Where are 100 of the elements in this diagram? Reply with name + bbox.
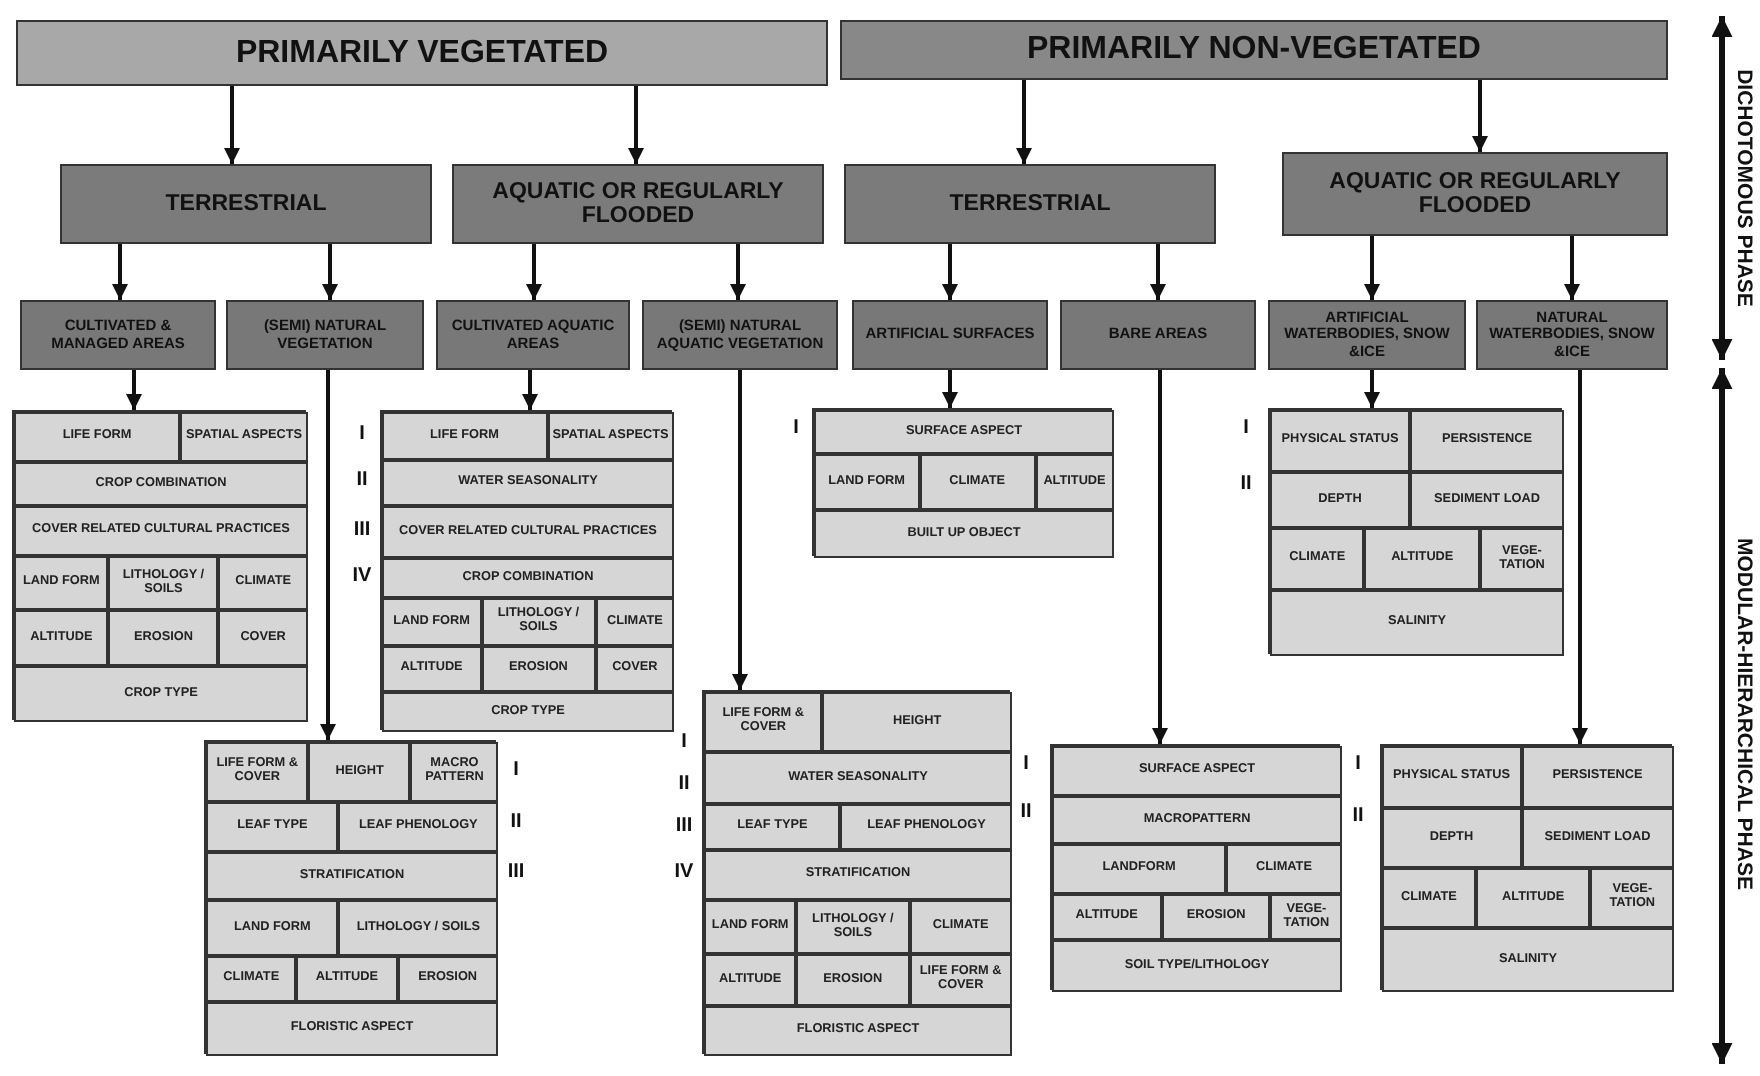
arrow <box>942 244 958 300</box>
attribute-cell <box>206 1002 498 1056</box>
attribute-cell <box>547 412 674 460</box>
box-label: PRIMARILY NON-VEGETATED <box>1027 32 1481 68</box>
arrow <box>1152 370 1168 744</box>
category-box <box>16 20 828 86</box>
attribute-cell <box>1052 940 1342 992</box>
arrow <box>1564 236 1580 300</box>
attribute-panel <box>1050 744 1340 990</box>
arrow <box>1472 80 1488 152</box>
arrow <box>526 244 542 300</box>
attribute-cell <box>382 506 674 558</box>
level-numeral: II <box>678 773 690 795</box>
attribute-cell <box>206 852 498 900</box>
attribute-cell <box>218 610 308 666</box>
level-numeral: II <box>1240 473 1252 495</box>
attribute-cell <box>1270 590 1564 656</box>
arrow <box>628 86 644 164</box>
level-numeral: I <box>513 759 519 781</box>
attribute-cell <box>1270 894 1342 940</box>
arrow <box>730 244 746 300</box>
attribute-cell <box>919 454 1036 510</box>
level-numeral: I <box>359 423 365 445</box>
attribute-cell <box>1590 868 1674 928</box>
arrow <box>1364 236 1380 300</box>
attribute-cell <box>704 692 823 752</box>
level-numeral: I <box>1023 753 1029 775</box>
box-label: TERRESTRIAL <box>165 191 327 217</box>
attribute-cell <box>218 556 308 610</box>
attribute-cell <box>14 506 308 556</box>
attribute-cell <box>1052 894 1162 940</box>
attribute-cell <box>1382 868 1476 928</box>
category-box <box>60 164 432 244</box>
attribute-cell <box>1052 746 1342 796</box>
class-box <box>1476 300 1668 370</box>
box-label: TERRESTRIAL <box>949 191 1111 217</box>
attribute-cell <box>1382 928 1674 992</box>
level-numeral: IV <box>352 565 372 587</box>
attribute-cell <box>108 556 219 610</box>
attribute-cell <box>382 646 482 692</box>
attribute-cell <box>1410 410 1564 472</box>
arrow <box>1016 80 1032 164</box>
attribute-cell <box>206 802 339 852</box>
attribute-cell <box>595 598 674 646</box>
level-numeral: III <box>507 861 525 883</box>
level-numeral: I <box>1243 417 1249 439</box>
attribute-cell <box>1226 844 1342 894</box>
phase-label: MODULAR-HIERARCHICAL PHASE <box>1732 538 1756 890</box>
attribute-cell <box>704 954 797 1006</box>
attribute-cell <box>1270 528 1365 590</box>
attribute-cell <box>704 850 1012 900</box>
attribute-cell <box>14 556 109 610</box>
attribute-cell <box>1161 894 1271 940</box>
attribute-cell <box>796 900 910 954</box>
attribute-cell <box>180 412 308 462</box>
attribute-cell <box>206 742 309 802</box>
class-box <box>436 300 630 370</box>
level-numeral: I <box>1355 753 1361 775</box>
box-label: PRIMARILY VEGETATED <box>235 35 609 71</box>
attribute-cell <box>840 804 1012 850</box>
level-numeral: II <box>356 469 368 491</box>
arrow <box>732 370 748 690</box>
class-box <box>642 300 838 370</box>
attribute-cell <box>814 410 1114 454</box>
attribute-cell <box>296 956 398 1002</box>
attribute-cell <box>1475 868 1591 928</box>
attribute-cell <box>206 900 339 956</box>
category-box <box>840 20 1668 80</box>
level-numeral: II <box>1352 805 1364 827</box>
attribute-cell <box>1052 844 1226 894</box>
attribute-cell <box>909 900 1012 954</box>
arrow <box>1364 370 1380 408</box>
attribute-cell <box>382 558 674 598</box>
class-box <box>1268 300 1466 370</box>
attribute-panel <box>1268 408 1562 654</box>
attribute-cell <box>1270 410 1410 472</box>
phase-label: DICHOTOMOUS PHASE <box>1732 69 1756 307</box>
attribute-cell <box>1521 746 1674 808</box>
level-numeral: IV <box>674 861 694 883</box>
attribute-panel <box>204 740 496 1054</box>
class-box <box>852 300 1048 370</box>
attribute-cell <box>822 692 1012 752</box>
attribute-cell <box>14 610 109 666</box>
attribute-cell <box>382 692 674 732</box>
attribute-cell <box>397 956 498 1002</box>
attribute-cell <box>796 954 910 1006</box>
attribute-cell <box>1270 472 1410 528</box>
attribute-cell <box>382 598 482 646</box>
level-numeral: I <box>793 417 799 439</box>
attribute-cell <box>14 666 308 722</box>
attribute-panel <box>812 408 1112 556</box>
attribute-cell <box>1364 528 1480 590</box>
attribute-panel <box>12 410 306 720</box>
level-numeral: III <box>353 519 371 541</box>
attribute-cell <box>704 900 797 954</box>
attribute-cell <box>410 742 498 802</box>
arrow <box>1572 370 1588 744</box>
box-label: AQUATIC OR REGULARLY FLOODED <box>1327 169 1623 219</box>
attribute-cell <box>206 956 297 1002</box>
arrow <box>112 244 128 300</box>
